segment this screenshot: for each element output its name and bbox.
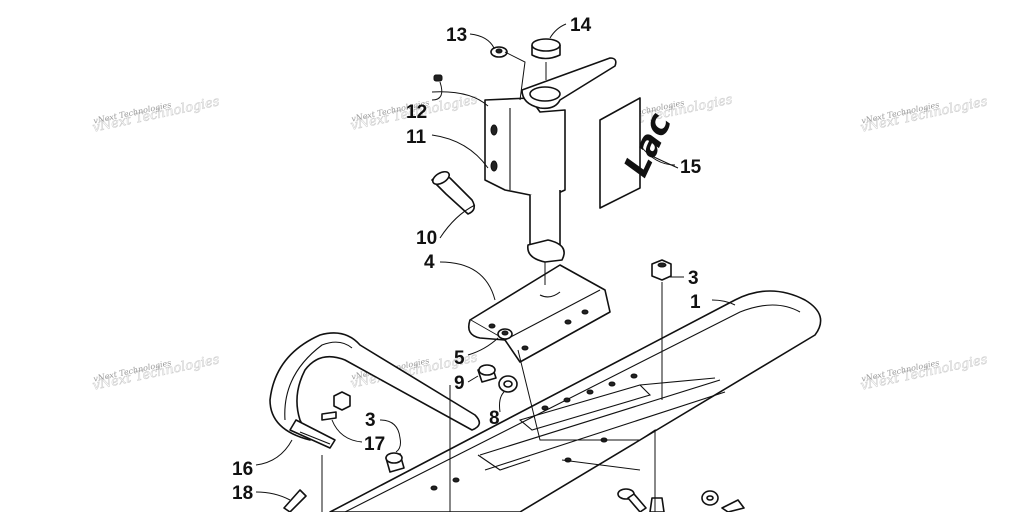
part-set-screw <box>433 74 443 82</box>
watermark: vNext Technologies vNext Technologies <box>859 94 989 136</box>
callout-9: 9 <box>454 373 465 394</box>
part-lock-nut-upper <box>651 259 672 281</box>
part-spindle-housing <box>484 57 617 263</box>
part-ski-loop <box>269 332 481 449</box>
part-grease-fitting <box>490 46 508 58</box>
callout-1: 1 <box>690 292 701 313</box>
part-bushing-5 <box>497 328 513 340</box>
watermark: vNext Technologies vNext Technologies <box>859 352 989 394</box>
assembly-lines <box>321 51 663 512</box>
callout-17: 17 <box>364 434 385 455</box>
part-washer-lower <box>701 490 745 512</box>
callout-15: 15 <box>680 157 702 178</box>
callout-13: 13 <box>446 25 467 46</box>
watermark: vNext Technologies vNext Technologies <box>91 94 221 136</box>
part-sleeve <box>431 170 476 215</box>
part-bushing-9 <box>477 364 497 383</box>
part-bushing-lower <box>385 452 405 473</box>
part-lock-nut-lower <box>333 391 351 411</box>
part-washer-8 <box>498 375 518 393</box>
callout-10: 10 <box>416 228 437 249</box>
part-bolt-lower <box>617 488 647 512</box>
callout-5: 5 <box>454 348 465 369</box>
callout-11: 11 <box>406 127 427 148</box>
ski-mount-holes <box>430 373 638 491</box>
callout-8: 8 <box>489 408 500 429</box>
callout-16: 16 <box>232 459 253 480</box>
watermark: vNext Technologies vNext Technologies <box>91 352 221 394</box>
part-stud-lower <box>649 497 665 512</box>
callouts: 13 14 12 11 15 10 4 3 1 5 9 8 3 17 16 18 <box>232 15 702 504</box>
callout-3-lower: 3 <box>365 410 376 431</box>
part-stud-18 <box>283 489 307 512</box>
callout-18: 18 <box>232 483 253 504</box>
callout-14: 14 <box>570 15 592 36</box>
callout-4: 4 <box>424 252 435 273</box>
leader-lines <box>255 23 736 501</box>
part-cap <box>531 38 561 60</box>
part-pin-17 <box>321 411 337 421</box>
part-spindle-bracket <box>467 264 611 363</box>
callout-3-upper: 3 <box>688 268 699 289</box>
part-ski <box>329 290 822 512</box>
callout-12: 12 <box>406 102 427 123</box>
